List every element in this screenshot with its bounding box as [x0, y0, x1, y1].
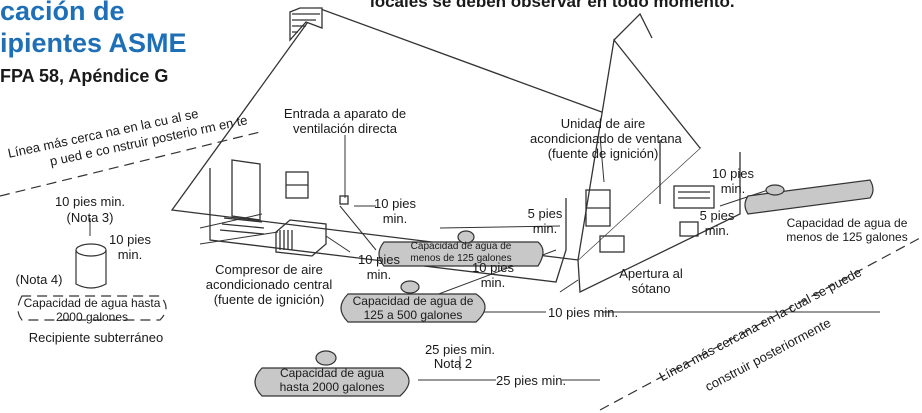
- window-ac-line-3: (fuente de ignición): [547, 146, 659, 161]
- tank-small-label: Capacidad de agua de menos de 125 galone…: [386, 241, 536, 265]
- tank-small-front: [378, 241, 544, 267]
- tank-mid-label: Capacidad de agua de 125 a 500 galones: [344, 294, 482, 322]
- page-subtitle: FPA 58, Apéndice G: [0, 66, 169, 86]
- distance-25-house: 25 pies min.: [424, 342, 496, 357]
- tank-mid-line-2: 125 a 500 galones: [363, 308, 463, 322]
- vent-entry-line-1: Entrada a aparato de: [283, 106, 407, 121]
- tank-mid-line-1: Capacidad de agua de: [352, 294, 474, 308]
- tank-small-line-1: Capacidad de agua de: [410, 241, 512, 252]
- distance-10-compressor-value: 10 pies: [358, 252, 400, 267]
- distance-10-mid: 10 pies min.: [468, 260, 518, 290]
- distance-5-side-value: 5 pies: [699, 208, 735, 223]
- distance-10-ac-value: 10 pies: [712, 166, 754, 181]
- window-ac-line-1: Unidad de aire: [560, 116, 646, 131]
- house-chimney: [289, 7, 323, 42]
- note-3: (Nota 3): [66, 210, 114, 225]
- distance-10-vent-value: 10 pies: [374, 196, 416, 211]
- tank-large: [254, 367, 410, 397]
- distance-10-mid-unit: min.: [480, 275, 506, 290]
- vent-entry-line-2: ventilación directa: [292, 121, 398, 136]
- tank-right-line-1: Capacidad de agua de: [786, 216, 908, 230]
- window-ac-unit: [673, 185, 715, 209]
- tank-right-valve: [765, 184, 785, 196]
- tank-underground-label: Capacidad de agua hasta 2000 galones: [22, 296, 162, 324]
- basement-line-2: sótano: [631, 281, 671, 296]
- house-front-wall: [209, 168, 567, 283]
- distance-5-front-unit: min.: [532, 221, 558, 236]
- distance-5-side: 5 pies min.: [692, 208, 742, 238]
- compressor-line-3: (fuente de ignición): [213, 292, 325, 307]
- note-4: (Nota 4): [15, 272, 63, 287]
- page-title-line-1: cación de: [0, 0, 125, 26]
- tank-underground-line-2: 2000 galones: [55, 310, 129, 324]
- distance-10-note3: 10 pies min.: [54, 194, 126, 209]
- tank-right-line-2: menos de 125 galones: [786, 230, 908, 244]
- distance-10-ac-unit: min.: [720, 181, 746, 196]
- basement-label: Apertura al sótano: [606, 266, 696, 296]
- window-ac-label: Unidad de aire acondicionado de ventana …: [530, 116, 682, 161]
- house-door: [231, 159, 261, 221]
- distance-5-front-value: 5 pies: [527, 206, 563, 221]
- tank-underground-line-1: Capacidad de agua hasta: [23, 296, 161, 310]
- distance-5-front: 5 pies min.: [520, 206, 570, 236]
- tank-right-cylinder: [744, 179, 874, 215]
- distance-10-left-unit: min.: [117, 247, 143, 262]
- boundary-line-right: [599, 237, 921, 411]
- tank-large-line-2: hasta 2000 galones: [279, 380, 385, 394]
- tank-small-valve: [457, 230, 475, 244]
- window-ac-line-2: acondicionado de ventana: [530, 131, 682, 146]
- distance-10-lot: 10 pies min.: [548, 305, 619, 320]
- vent-entry-label: Entrada a aparato de ventilación directa: [272, 106, 418, 136]
- distance-25-lot: 25 pies min.: [496, 373, 567, 388]
- ac-compressor: [275, 219, 327, 257]
- page-title-line-2: ipientes ASME: [0, 28, 187, 58]
- tank-underground-body: [75, 250, 107, 289]
- tank-large-valve: [315, 350, 337, 366]
- basement-line-1: Apertura al: [619, 266, 683, 281]
- tank-large-line-1: Capacidad de agua: [279, 366, 385, 380]
- distance-10-vent: 10 pies min.: [370, 196, 420, 226]
- distance-10-compressor-unit: min.: [366, 267, 392, 282]
- underground-label: Recipiente subterráneo: [28, 330, 164, 345]
- note-2: Nota 2: [433, 356, 473, 371]
- distance-10-compressor: 10 pies min.: [354, 252, 404, 282]
- underground-outline: [17, 295, 167, 321]
- top-note: locales se deben observar en todo moment…: [370, 0, 735, 11]
- compressor-label: Compresor de aire acondicionado central …: [196, 262, 342, 307]
- tank-small-line-2: menos de 125 galones: [410, 253, 512, 264]
- tank-right-label: Capacidad de agua de menos de 125 galone…: [772, 216, 922, 244]
- tank-large-label: Capacidad de agua hasta 2000 galones: [262, 366, 402, 394]
- distance-10-vent-unit: min.: [382, 211, 408, 226]
- basement-opening: [599, 235, 625, 253]
- tank-mid: [340, 293, 486, 323]
- tank-mid-valve: [400, 280, 420, 294]
- distance-10-mid-value: 10 pies: [472, 260, 514, 275]
- compressor-line-1: Compresor de aire: [215, 262, 323, 277]
- distance-10-left: 10 pies min.: [100, 232, 160, 262]
- boundary-line-left: [0, 131, 261, 197]
- compressor-line-2: acondicionado central: [205, 277, 333, 292]
- distance-5-side-unit: min.: [704, 223, 730, 238]
- distance-10-ac: 10 pies min.: [708, 166, 758, 196]
- distance-10-left-value: 10 pies: [109, 232, 151, 247]
